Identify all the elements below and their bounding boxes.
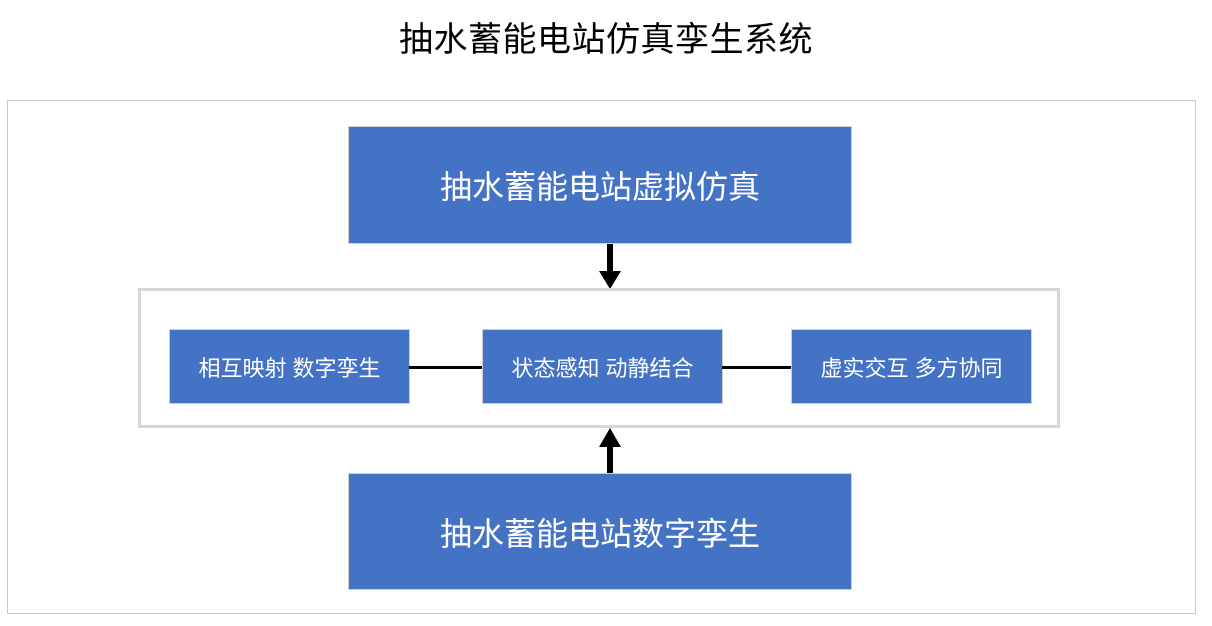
block-digital-twin[interactable]: 抽水蓄能电站数字孪生 [348,473,852,590]
capability-box-mutual-mapping[interactable]: 相互映射 数字孪生 [169,329,410,404]
capability-box-mutual-mapping-label: 相互映射 数字孪生 [198,355,381,381]
capability-frame: 相互映射 数字孪生 状态感知 动静结合 虚实交互 多方协同 [138,288,1060,428]
diagram-canvas: 抽水蓄能电站虚拟仿真 相互映射 数字孪生 状态感知 动静结合 虚实交互 多方协同… [7,100,1196,614]
block-virtual-simulation-label: 抽水蓄能电站虚拟仿真 [439,169,760,205]
capability-box-state-aware-label: 状态感知 动静结合 [511,355,694,381]
arrow-down-icon [597,244,623,289]
arrow-up-icon [597,428,623,474]
block-digital-twin-label: 抽水蓄能电站数字孪生 [439,515,760,552]
page-title: 抽水蓄能电站仿真孪生系统 [399,21,813,59]
capability-box-virtual-real-interaction-label: 虚实交互 多方协同 [820,355,1003,381]
block-virtual-simulation[interactable]: 抽水蓄能电站虚拟仿真 [348,126,852,244]
capability-box-virtual-real-interaction[interactable]: 虚实交互 多方协同 [791,329,1032,404]
capability-box-state-aware[interactable]: 状态感知 动静结合 [482,329,723,404]
connector-line-right [722,366,792,369]
connector-line-left [409,366,483,369]
